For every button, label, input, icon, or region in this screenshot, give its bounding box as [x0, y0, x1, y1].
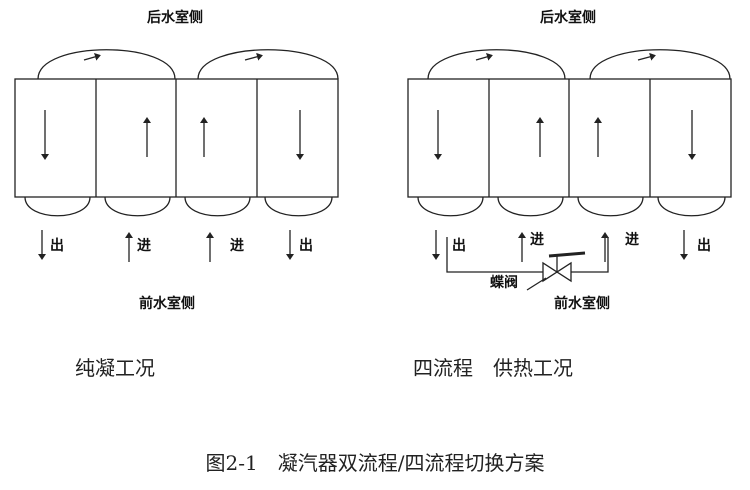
right-bottom-waterbox-1 — [417, 196, 484, 217]
valve-leader-line — [526, 277, 547, 291]
left-turn-arrow-1 — [83, 52, 101, 61]
right-bottom-waterbox-3 — [577, 196, 644, 217]
right-bottom-label: 前水室侧 — [554, 295, 610, 312]
left-bottom-waterbox-1 — [24, 196, 91, 217]
left-top-waterbox-1 — [37, 49, 176, 80]
right-port-label-3: 进 — [625, 232, 639, 248]
left-port-label-4: 出 — [299, 237, 313, 254]
right-port-label-4: 出 — [697, 237, 711, 254]
right-top-waterbox-2 — [589, 49, 731, 80]
right-turn-arrow-2 — [637, 52, 656, 61]
left-bottom-waterbox-4 — [264, 196, 333, 217]
figure-caption: 图2-1 凝汽器双流程/四流程切换方案 — [206, 451, 545, 475]
left-top-label: 后水室侧 — [147, 9, 203, 26]
right-port-label-1: 出 — [452, 237, 466, 254]
right-turn-arrow-1 — [475, 52, 493, 61]
left-port-label-3: 进 — [230, 238, 244, 254]
right-top-waterbox-1 — [427, 49, 566, 80]
right-bottom-waterbox-4 — [657, 196, 726, 217]
left-top-waterbox-2 — [197, 49, 339, 80]
left-condenser — [14, 49, 339, 262]
left-bottom-waterbox-3 — [184, 196, 251, 217]
right-port-label-2: 进 — [530, 232, 544, 248]
left-subtitle: 纯凝工况 — [75, 356, 155, 380]
right-subtitle: 四流程 供热工况 — [413, 356, 573, 380]
valve-handle — [548, 251, 586, 258]
crossover-pipe-return — [571, 237, 609, 273]
crossover-pipe — [446, 237, 543, 273]
left-port-label-1: 出 — [50, 237, 64, 254]
butterfly-valve-icon — [542, 261, 572, 283]
left-turn-arrow-2 — [244, 52, 263, 61]
right-top-label: 后水室侧 — [540, 9, 596, 26]
left-bottom-label: 前水室侧 — [139, 295, 195, 312]
right-bottom-waterbox-2 — [497, 196, 564, 217]
left-bottom-waterbox-2 — [104, 196, 171, 217]
left-port-label-2: 进 — [137, 238, 151, 254]
valve-label: 蝶阀 — [490, 274, 518, 291]
right-condenser — [407, 49, 732, 291]
